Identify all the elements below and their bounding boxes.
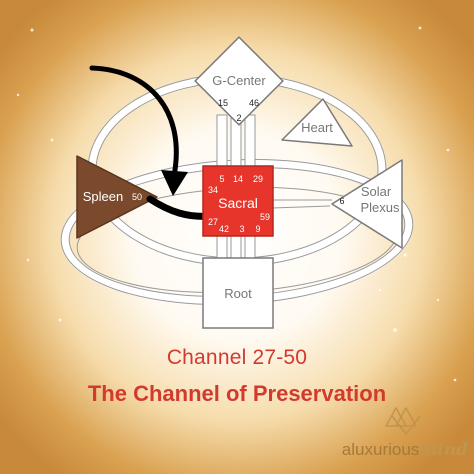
gate-42: 42: [219, 224, 229, 234]
gate-15: 15: [218, 98, 228, 108]
root-center: Root: [202, 257, 274, 329]
gate-6: 6: [339, 196, 344, 206]
spleen-label: Spleen: [83, 189, 123, 204]
g-center: G-Center 15 46 2: [194, 36, 284, 126]
gate-9: 9: [255, 224, 260, 234]
brand-name-accent: mind: [419, 440, 468, 460]
gate-3: 3: [239, 224, 244, 234]
brand-mark-icon: [385, 407, 421, 435]
sacral-center: 5 14 29 34 Sacral 59 27 42 3 9: [202, 165, 274, 237]
g-center-label: G-Center: [212, 73, 266, 88]
gate-27: 27: [208, 217, 218, 227]
root-label: Root: [224, 286, 252, 301]
sacral-solar-channel: [271, 199, 332, 209]
gate-46: 46: [249, 98, 259, 108]
gate-14: 14: [233, 174, 243, 184]
solar-plexus-label-line1: Solar: [361, 184, 392, 199]
spleen-center: Spleen 50: [76, 155, 158, 239]
brand-wordmark: aluxuriousmind: [334, 440, 468, 460]
channel-title: The Channel of Preservation: [87, 381, 387, 406]
gate-50: 50: [132, 192, 142, 202]
gate-34: 34: [208, 185, 218, 195]
solar-plexus-center: Solar Plexus 6: [331, 159, 403, 249]
channel-subtitle: Channel 27-50: [166, 346, 308, 369]
heart-label: Heart: [301, 120, 333, 135]
solar-plexus-label-line2: Plexus: [360, 200, 400, 215]
gate-59: 59: [260, 212, 270, 222]
sparkles: [16, 26, 457, 382]
gate-5: 5: [219, 174, 224, 184]
heart-center: Heart: [281, 98, 353, 147]
sacral-label: Sacral: [218, 195, 258, 211]
brand-name: aluxurious: [341, 440, 420, 459]
brand-logo: aluxuriousmind: [334, 404, 468, 468]
arrow: [89, 65, 188, 196]
gate-29: 29: [253, 174, 263, 184]
gate-2: 2: [236, 113, 241, 123]
